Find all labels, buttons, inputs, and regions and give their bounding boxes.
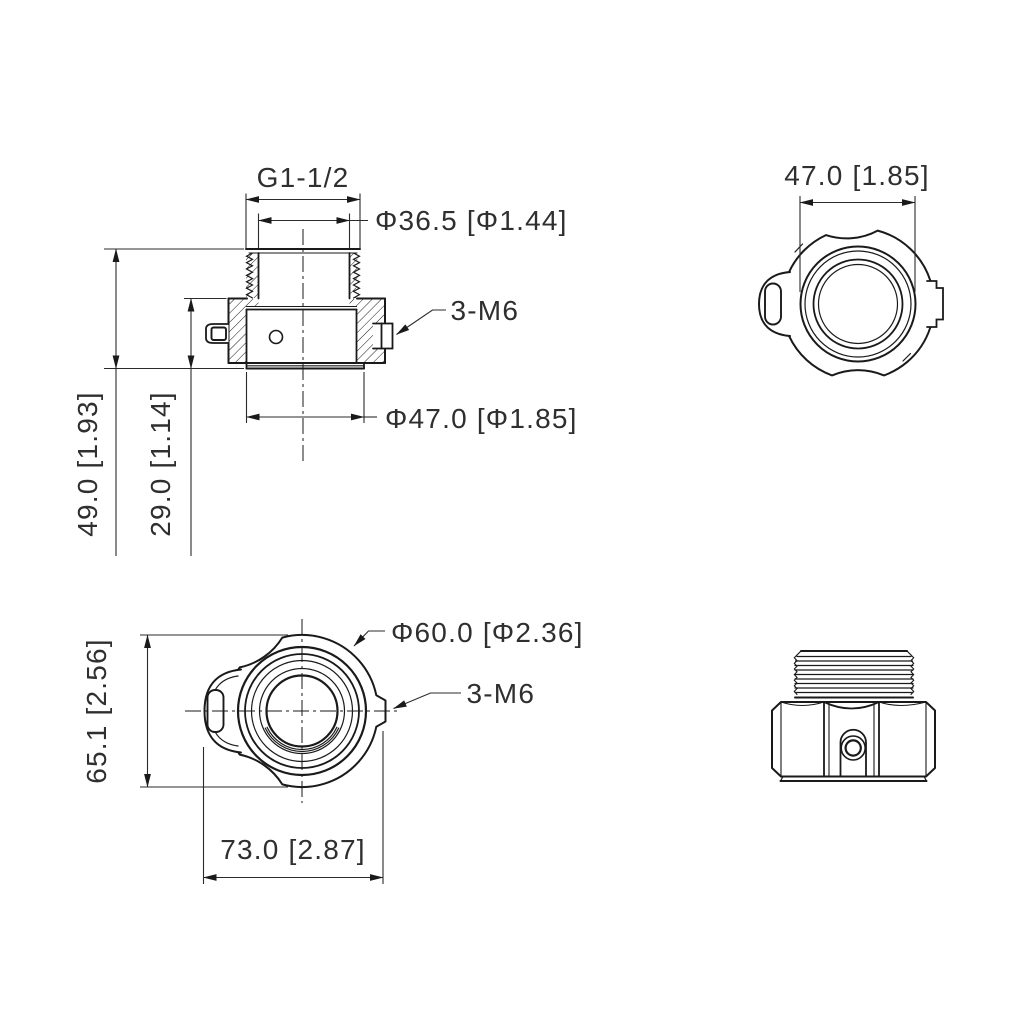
dim-front-height: 65.1 [2.56]: [81, 634, 288, 788]
section-view: G1-1/2 Φ36.5 [Φ1.44] 3-M6 Φ47.0 [Φ1.85] …: [72, 162, 578, 556]
section-mount-ear: [205, 323, 230, 344]
front-screw-callout-text: 3-M6: [467, 678, 536, 709]
front-od-callout: Φ60.0 [Φ2.36]: [353, 617, 584, 648]
front-screw-hole: [268, 329, 284, 345]
section-screw-boss: [372, 322, 394, 350]
mold-notch-tick: [902, 352, 912, 362]
top-view-circles: [799, 245, 917, 363]
dim-thread-spec-text: G1-1/2: [257, 162, 350, 193]
dim-front-width-text: 73.0 [2.87]: [220, 834, 366, 865]
mold-notch-tick: [794, 243, 804, 253]
side-view-screw-boss: [839, 728, 867, 778]
dim-base-dia: Φ47.0 [Φ1.85]: [245, 372, 578, 434]
section-screw-callout: 3-M6: [396, 295, 520, 335]
dim-top-od: 47.0 [1.85]: [784, 160, 930, 292]
side-view-threads: [793, 650, 915, 699]
top-view-side-tab: [926, 280, 944, 328]
dim-thread-od: Φ36.5 [Φ1.44]: [257, 205, 568, 248]
section-screw-callout-text: 3-M6: [451, 295, 520, 326]
dim-top-od-text: 47.0 [1.85]: [784, 160, 930, 191]
dim-base-dia-text: Φ47.0 [Φ1.85]: [385, 403, 578, 434]
side-view-body: [771, 701, 936, 782]
side-screw-hole: [844, 739, 862, 757]
dim-body-height-text: 29.0 [1.14]: [145, 391, 176, 537]
top-view-mount-ear: [758, 271, 791, 337]
dim-body-height: 29.0 [1.14]: [145, 297, 227, 556]
dim-front-width: 73.0 [2.87]: [202, 731, 384, 884]
front-od-callout-text: Φ60.0 [Φ2.36]: [391, 617, 584, 648]
side-view: [771, 650, 936, 782]
front-view: 65.1 [2.56] 73.0 [2.87] Φ60.0 [Φ2.36] 3-…: [81, 617, 584, 884]
dim-overall-height-text: 49.0 [1.93]: [72, 391, 103, 537]
dim-front-height-text: 65.1 [2.56]: [81, 638, 112, 784]
top-view: 47.0 [1.85]: [758, 160, 944, 377]
dim-thread-od-text: Φ36.5 [Φ1.44]: [375, 205, 568, 236]
dim-overall-height: 49.0 [1.93]: [72, 248, 244, 556]
front-screw-callout: 3-M6: [393, 678, 536, 710]
section-hatching: [229, 253, 385, 363]
